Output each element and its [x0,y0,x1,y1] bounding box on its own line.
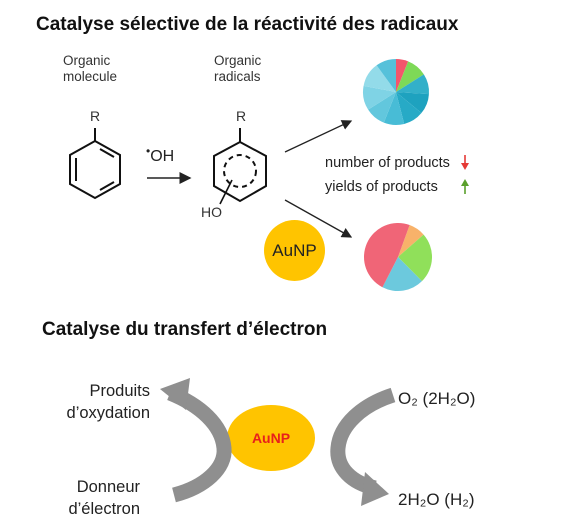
electron-donor-label: Donneur d’électron [68,478,140,518]
pie-slice [364,223,410,288]
product-pie-top [363,59,429,125]
pie-slice [363,85,396,110]
pie-slice [396,92,422,124]
organic-radicals-label: Organic radicals [214,53,262,84]
pie-slice [398,225,424,257]
oxidation-products-label: Produits d’oxydation [66,382,150,422]
hydroxyl-label: HO [201,204,222,220]
curved-arrow-left [160,378,232,503]
up-arrow-icon [461,179,469,194]
pie-slice [396,92,429,114]
pie-slice [368,92,396,123]
arrow-to-top-pie [284,120,353,153]
organic-molecule-label: Organic molecule [63,53,118,84]
benzene-molecule [69,128,121,200]
section2-title: Catalyse du transfert d’électron [42,319,328,340]
pie-slice [396,61,424,92]
radical-molecule [213,128,267,205]
pie-slice [396,59,409,92]
pie-slice [396,74,429,95]
curved-arrow-right [330,387,396,506]
aunp-particle-electron: AuNP [227,405,315,471]
substituent-r-radical: R [236,108,247,124]
product-pie-bottom [364,223,432,291]
section1-title: Catalyse sélective de la réactivité des … [36,14,459,35]
pie-slice [382,257,422,291]
yields-of-products-label: yields of products [325,179,438,195]
pie-slice [376,59,396,92]
substituent-r-molecule: R [90,108,101,124]
pie-slice [363,65,396,92]
arrow-to-bottom-pie [284,199,353,238]
water-formula: 2H₂O (H₂) [398,490,475,509]
pie-slice [383,92,405,125]
aunp-particle: AuNP [264,220,325,281]
pie-slice [398,234,432,282]
number-of-products-label: number of products [325,155,450,171]
down-arrow-icon [461,155,469,170]
reagent-label: •OH [146,144,175,165]
oxygen-formula: O₂ (2H₂O) [398,389,476,408]
